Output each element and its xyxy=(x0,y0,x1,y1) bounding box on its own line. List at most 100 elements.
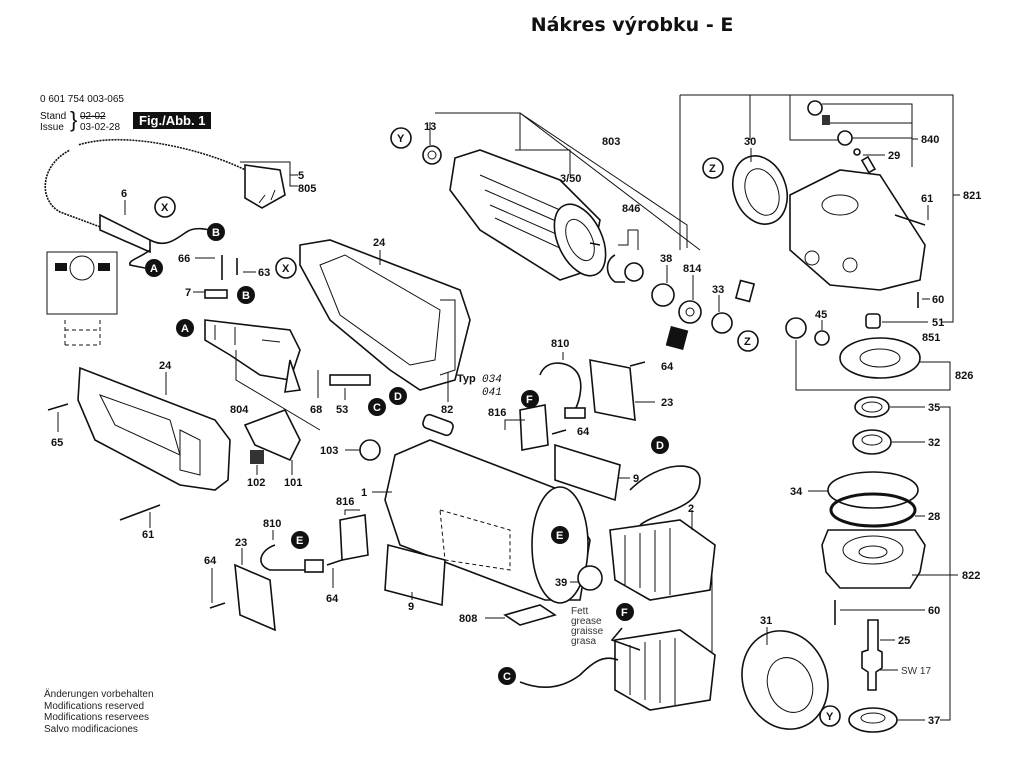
label-810-top: 810 xyxy=(551,338,569,350)
issue-value: 03-02-28 xyxy=(80,122,121,133)
part-number: 0 601 754 003-065 xyxy=(40,94,124,105)
page-title: Nákres výrobku - E xyxy=(530,14,734,36)
marker-e-brush: E xyxy=(291,531,309,549)
marker-d-coil: D xyxy=(651,436,669,454)
svg-text:Y: Y xyxy=(397,133,405,145)
marker-a-cord: A xyxy=(145,259,163,277)
label-45: 45 xyxy=(815,309,827,321)
spring xyxy=(822,115,830,125)
bearing-35 xyxy=(854,396,890,418)
svg-text:A: A xyxy=(150,263,158,275)
typ-label: Typ xyxy=(457,373,476,385)
brush-clip xyxy=(665,326,689,350)
bearing-814 xyxy=(678,300,702,324)
label-64-left: 64 xyxy=(204,555,217,567)
label-25: 25 xyxy=(898,635,910,647)
lever-101 xyxy=(243,408,301,462)
typ-value-034: 034 xyxy=(482,374,502,386)
brace-symbol: } xyxy=(70,107,78,132)
svg-text:A: A xyxy=(181,323,189,335)
label-23-right: 23 xyxy=(661,397,673,409)
label-63: 63 xyxy=(258,267,270,279)
marker-f-brush: F xyxy=(521,390,539,408)
svg-text:B: B xyxy=(242,290,250,302)
power-cord xyxy=(42,136,286,269)
label-103: 103 xyxy=(320,445,338,457)
grease-es: grasa xyxy=(571,636,596,647)
marker-e-housing: E xyxy=(551,526,569,544)
spindle-25 xyxy=(861,619,883,691)
label-805: 805 xyxy=(298,183,316,195)
nut-45 xyxy=(814,330,830,346)
label-846: 846 xyxy=(622,203,640,215)
stator-housing xyxy=(384,439,591,604)
label-808: 808 xyxy=(459,613,477,625)
label-51: 51 xyxy=(932,317,944,329)
part-39 xyxy=(577,565,603,591)
bearing-38 xyxy=(651,283,675,307)
label-13: 13 xyxy=(424,121,436,133)
pinion xyxy=(785,317,807,339)
label-61-handle: 61 xyxy=(142,529,154,541)
label-816-bottom: 816 xyxy=(336,496,354,508)
switch-plate xyxy=(204,289,228,299)
label-60-gear: 60 xyxy=(932,294,944,306)
issue-label: Issue xyxy=(40,122,64,133)
label-851: 851 xyxy=(922,332,940,344)
marker-x-housing: X xyxy=(275,257,297,279)
label-810-bottom: 810 xyxy=(263,518,281,530)
label-sw17: SW 17 xyxy=(901,666,931,677)
lock-button xyxy=(837,130,853,146)
svg-text:B: B xyxy=(212,227,220,239)
part-82 xyxy=(422,413,454,437)
label-2: 2 xyxy=(688,503,694,515)
wiring-schematic xyxy=(46,251,118,346)
svg-text:D: D xyxy=(656,440,664,452)
label-68: 68 xyxy=(310,404,322,416)
plug xyxy=(244,164,286,209)
cover-9-top xyxy=(554,443,621,502)
label-60-spindle: 60 xyxy=(928,605,940,617)
label-5: 5 xyxy=(298,170,304,182)
label-102: 102 xyxy=(247,477,265,489)
grease-en: grease xyxy=(571,616,602,627)
cover-9-bottom xyxy=(384,543,446,607)
label-39: 39 xyxy=(555,577,567,589)
label-6: 6 xyxy=(121,188,127,200)
typ-value-041: 041 xyxy=(482,387,502,399)
marker-b-switch: B xyxy=(237,286,255,304)
sleeve-51 xyxy=(865,313,881,329)
svg-text:Y: Y xyxy=(826,711,834,723)
circlip-846 xyxy=(606,254,625,283)
gear-housing xyxy=(789,169,926,291)
end-shield-31 xyxy=(741,630,829,730)
brush-holder-816-top xyxy=(519,404,549,451)
note-fr: Modifications reservees xyxy=(44,712,150,723)
note-de: Änderungen vorbehalten xyxy=(44,689,154,700)
label-9-top: 9 xyxy=(633,473,639,485)
marker-f-coil: F xyxy=(616,603,634,621)
handle xyxy=(77,366,231,491)
marker-c-switch: C xyxy=(368,398,386,416)
grease-fr: graisse xyxy=(571,626,604,637)
label-816-top: 816 xyxy=(488,407,506,419)
label-840: 840 xyxy=(921,134,939,146)
label-826: 826 xyxy=(955,370,973,382)
svg-text:X: X xyxy=(282,263,290,275)
field-coil-upper xyxy=(609,519,716,601)
label-64-bottom: 64 xyxy=(326,593,339,605)
svg-text:F: F xyxy=(526,394,533,406)
label-31: 31 xyxy=(760,615,772,627)
svg-text:C: C xyxy=(373,402,381,414)
label-23-left: 23 xyxy=(235,537,247,549)
label-822: 822 xyxy=(962,570,980,582)
pin xyxy=(860,155,877,174)
label-3-50: 3/50 xyxy=(560,173,581,185)
switch-assembly xyxy=(204,255,302,393)
label-9-bottom: 9 xyxy=(408,601,414,613)
note-es: Salvo modificaciones xyxy=(44,723,138,735)
svg-text:Z: Z xyxy=(709,163,716,175)
label-24-handle: 24 xyxy=(159,360,172,372)
label-65: 65 xyxy=(51,437,63,449)
label-64-stator: 64 xyxy=(577,426,590,438)
